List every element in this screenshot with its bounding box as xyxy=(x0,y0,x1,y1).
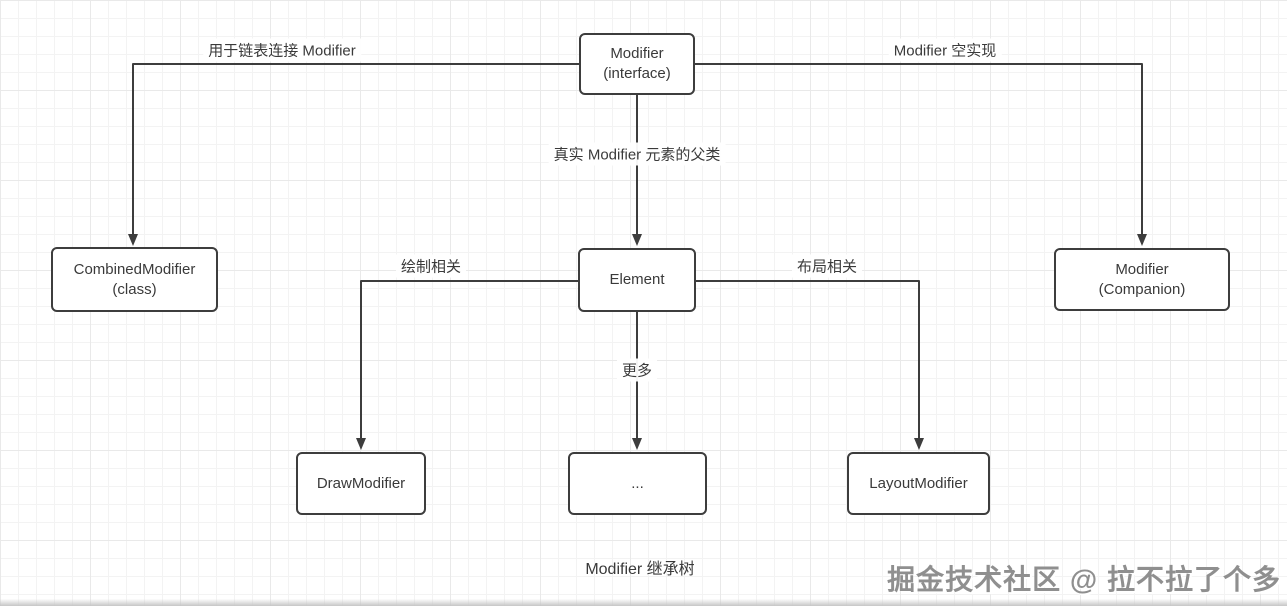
node-draw-modifier: DrawModifier xyxy=(296,452,426,515)
node-combined-modifier: CombinedModifier (class) xyxy=(51,247,218,312)
node-title: DrawModifier xyxy=(316,474,406,492)
edge-label-draw-related: 绘制相关 xyxy=(395,254,467,278)
diagram-caption: Modifier 继承树 xyxy=(585,561,695,578)
edge-label-linked-list: 用于链表连接 Modifier xyxy=(203,38,361,62)
node-element: Element xyxy=(578,248,696,312)
node-title: ... xyxy=(631,474,644,492)
edge-interface-to-companion xyxy=(695,63,1147,246)
node-title: Modifier xyxy=(610,45,664,63)
edge-label-empty-impl: Modifier 空实现 xyxy=(888,38,1002,62)
edge-element-to-drawmodifier xyxy=(356,280,578,450)
edge-label-layout-related: 布局相关 xyxy=(791,254,863,278)
node-subtitle: (class) xyxy=(112,280,157,298)
edge-label-parent-of-elements: 真实 Modifier 元素的父类 xyxy=(548,142,726,166)
node-title: Modifier xyxy=(1115,260,1169,278)
node-modifier-interface: Modifier (interface) xyxy=(579,33,695,95)
watermark-text: 掘金技术社区 @ 拉不拉了个多 xyxy=(887,564,1281,595)
edge-element-to-layoutmodifier xyxy=(696,280,924,450)
node-subtitle: (Companion) xyxy=(1098,280,1186,298)
node-modifier-companion: Modifier (Companion) xyxy=(1054,248,1230,311)
node-title: LayoutModifier xyxy=(869,474,968,492)
node-more: ... xyxy=(568,452,707,515)
edge-interface-to-combinedmodifier xyxy=(128,63,580,246)
node-subtitle: (interface) xyxy=(603,65,671,82)
edge-label-more: 更多 xyxy=(616,358,658,382)
node-layout-modifier: LayoutModifier xyxy=(847,452,990,515)
node-title: Element xyxy=(609,271,665,289)
node-title: CombinedModifier xyxy=(73,260,196,278)
bottom-edge-shadow xyxy=(0,599,1287,606)
